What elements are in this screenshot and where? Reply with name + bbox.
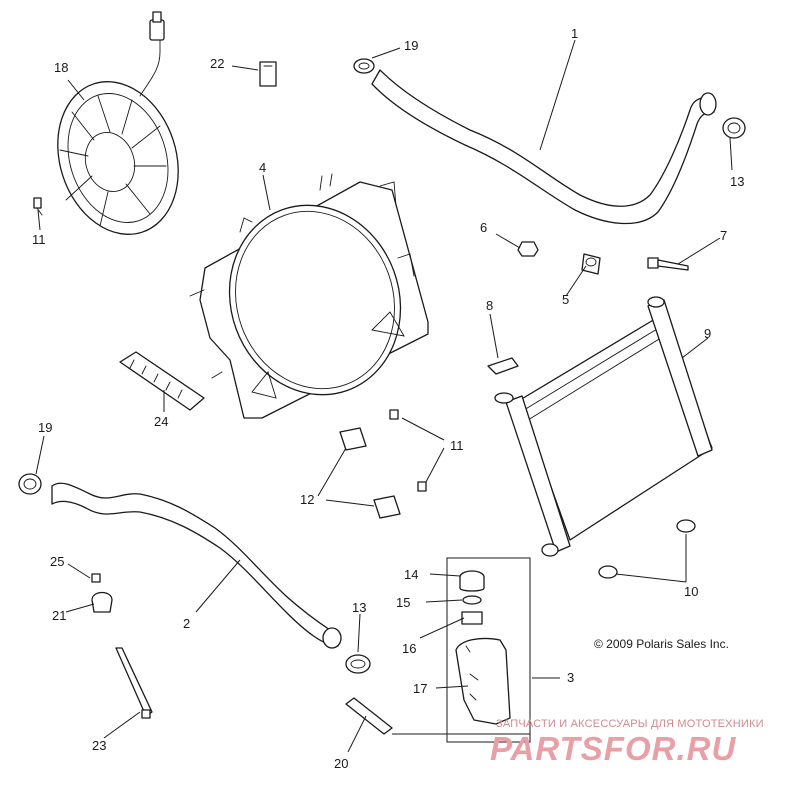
radiator [494,296,713,557]
callout-24: 24 [154,414,168,429]
callout-3: 3 [567,670,574,685]
clamp-19-left [18,473,42,495]
bolt-7 [647,257,689,271]
clamp-19-top [353,58,375,74]
bolt-11-upper [389,409,399,420]
bolt-25 [91,573,101,583]
grommet-12-lower [373,495,401,519]
overflow-hose-20 [345,697,393,735]
callout-22: 22 [210,56,224,71]
upper-hose [371,69,717,225]
fan-shroud [189,173,429,419]
clamp-13-lower [345,654,371,674]
callout-17: 17 [413,681,427,696]
callout-7: 7 [720,228,727,243]
callout-15: 15 [396,595,410,610]
coolant-reservoir-group [446,557,531,743]
callout-16: 16 [402,641,416,656]
callout-12: 12 [300,492,314,507]
callout-20: 20 [334,756,348,771]
callout-19-left: 19 [38,420,52,435]
watermark-tagline: ЗАПЧАСТИ И АКСЕССУАРЫ ДЛЯ МОТОТЕХНИКИ [496,718,764,730]
callouts: 1 2 3 4 5 6 7 8 9 10 11 11 12 13 13 14 1… [32,26,744,771]
bolt-11-lower [417,481,427,492]
nut-6 [517,241,539,257]
seal-15 [462,595,482,605]
callout-4: 4 [259,160,266,175]
clamp-21 [91,591,113,613]
copyright-text: © 2009 Polaris Sales Inc. [594,637,729,651]
callout-5: 5 [562,292,569,307]
callout-8: 8 [486,298,493,313]
grommet-5 [581,253,601,275]
callout-18: 18 [54,60,68,75]
lower-hose [51,482,342,649]
callout-23: 23 [92,738,106,753]
hose-clip-22 [259,61,277,87]
bolt-left [33,197,43,216]
callout-9: 9 [704,326,711,341]
corrugated-hose-24 [119,351,205,411]
callout-2: 2 [183,616,190,631]
callout-13-right: 13 [730,174,744,189]
callout-10: 10 [684,584,698,599]
leader-lines [35,39,733,753]
callout-19-top: 19 [404,38,418,53]
grommet-10-left [598,565,618,579]
callout-6: 6 [480,220,487,235]
callout-1: 1 [571,26,578,41]
cooling-fan [57,11,179,235]
grommet-10-right [676,519,696,533]
callout-21: 21 [52,608,66,623]
watermark-brand: PARTSFOR.RU [490,730,736,767]
callout-11-center: 11 [450,438,464,453]
zip-tie-23 [115,647,153,719]
bracket-8 [487,357,519,375]
bottle-17 [455,637,511,725]
callout-25: 25 [50,554,64,569]
neck-16 [461,611,483,625]
grommet-12-upper [339,427,367,451]
clamp-13-right [722,117,746,139]
callout-14: 14 [404,567,418,582]
callout-13-lower: 13 [352,600,366,615]
callout-11-left: 11 [32,232,46,247]
